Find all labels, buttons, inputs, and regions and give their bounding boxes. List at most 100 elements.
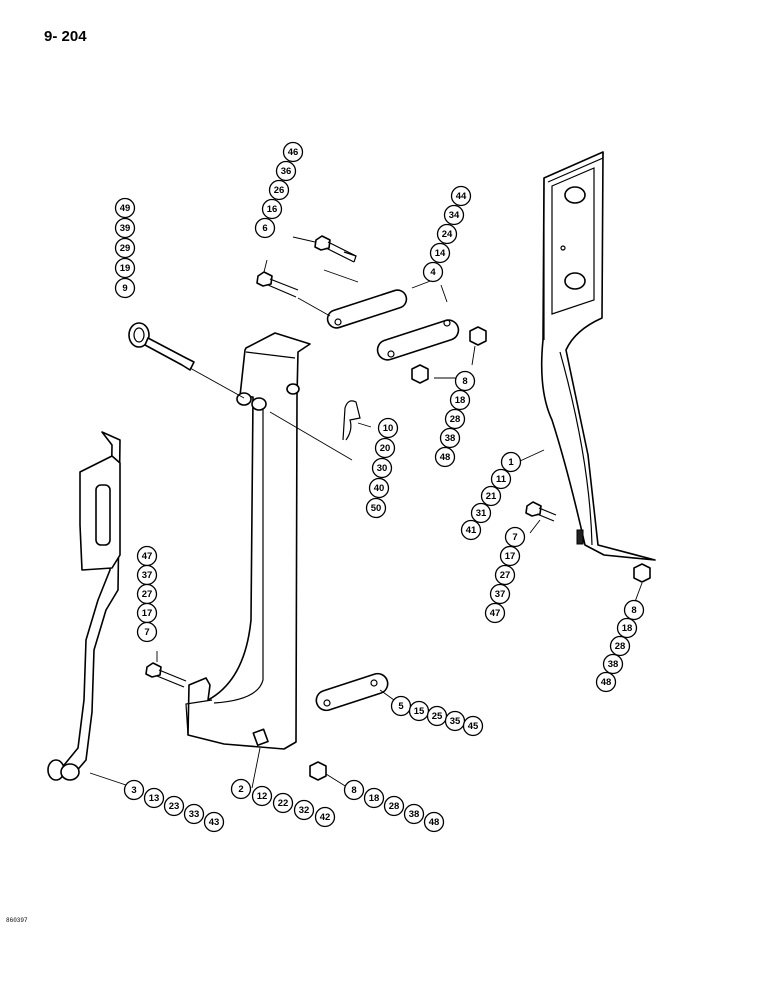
callout-label: 4: [430, 267, 436, 278]
callout-label: 3: [131, 785, 136, 796]
callout-label: 20: [380, 443, 391, 454]
callout-label: 17: [142, 608, 153, 619]
callout-label: 1: [508, 457, 514, 468]
callout-label: 23: [169, 801, 180, 812]
callout-circle: [449, 389, 471, 411]
callout-label: 29: [120, 243, 131, 254]
callout-label: 48: [429, 817, 440, 828]
callout-label: 27: [142, 589, 153, 600]
callout-circle: [383, 795, 405, 817]
callout-circle: [368, 477, 390, 499]
callout-label: 21: [486, 491, 497, 502]
catalog-code: 860397: [6, 917, 28, 924]
callout-circle: [272, 792, 294, 814]
callout-circle: [282, 141, 304, 163]
callout-circle: [203, 811, 225, 833]
callout-circle: [462, 715, 484, 737]
callout-circle: [343, 779, 365, 801]
callout-circle: [623, 599, 645, 621]
callout-label: 16: [267, 204, 278, 215]
callout-label: 48: [601, 677, 612, 688]
callout-circle: [422, 261, 444, 283]
callout-circle: [114, 237, 136, 259]
callout-circle: [363, 787, 385, 809]
callout-circle: [602, 653, 624, 675]
callout-label: 25: [432, 711, 443, 722]
callout-label: 39: [120, 223, 131, 234]
callout-label: 27: [500, 570, 511, 581]
callout-circle: [293, 799, 315, 821]
callout-circle: [114, 257, 136, 279]
callout-label: 13: [149, 793, 160, 804]
callout-label: 8: [631, 605, 636, 616]
callout-circle: [114, 277, 136, 299]
callout-circle: [450, 185, 472, 207]
callout-circle: [489, 583, 511, 605]
callout-circle: [374, 437, 396, 459]
callout-label: 2: [238, 784, 243, 795]
callout-circle: [143, 787, 165, 809]
callout-label: 50: [371, 503, 382, 514]
callout-label: 18: [369, 793, 380, 804]
callout-label: 22: [278, 798, 289, 809]
callout-circle: [371, 457, 393, 479]
nut-part-8: [309, 326, 651, 781]
callout-label: 37: [495, 589, 506, 600]
callout-circle: [494, 564, 516, 586]
callout-circle: [470, 502, 492, 524]
callout-circle: [439, 427, 461, 449]
callout-circle: [163, 795, 185, 817]
callout-circle: [314, 806, 336, 828]
callout-label: 26: [274, 185, 285, 196]
callout-label: 48: [440, 452, 451, 463]
callout-circle: [490, 468, 512, 490]
callout-circle: [230, 778, 252, 800]
callout-circle: [500, 451, 522, 473]
callout-label: 47: [142, 551, 153, 562]
callout-label: 41: [466, 525, 477, 536]
callout-circle: [616, 617, 638, 639]
callout-label: 38: [445, 433, 456, 444]
callout-circle: [114, 197, 136, 219]
callout-circle: [434, 446, 456, 468]
callout-circle: [365, 497, 387, 519]
callout-circle: [504, 526, 526, 548]
callout-label: 32: [299, 805, 310, 816]
eye-bolt-part-9: [128, 322, 195, 371]
callout-circle: [480, 485, 502, 507]
spring-rod-part-3: [47, 431, 121, 781]
callout-label: 8: [462, 376, 467, 387]
callout-label: 7: [144, 627, 149, 638]
callout-label: 42: [320, 812, 331, 823]
callout-circle: [444, 408, 466, 430]
callout-label: 45: [468, 721, 479, 732]
callout-circle: [443, 204, 465, 226]
bracket-part-2: [185, 332, 311, 750]
callout-circle: [123, 779, 145, 801]
callout-circle: [268, 179, 290, 201]
callout-label: 38: [608, 659, 619, 670]
callout-label: 49: [120, 203, 131, 214]
callout-label: 28: [450, 414, 461, 425]
callout-label: 40: [374, 483, 385, 494]
bolt-part-6: [256, 235, 357, 298]
callout-label: 38: [409, 809, 420, 820]
callout-circle: [261, 198, 283, 220]
callout-circle: [183, 803, 205, 825]
callout-label: 6: [262, 223, 267, 234]
callout-label: 19: [120, 263, 131, 274]
callout-circle: [114, 217, 136, 239]
bolt-part-7: [145, 501, 557, 688]
callout-label: 14: [435, 248, 446, 259]
callout-label: 37: [142, 570, 153, 581]
callout-circle: [254, 217, 276, 239]
